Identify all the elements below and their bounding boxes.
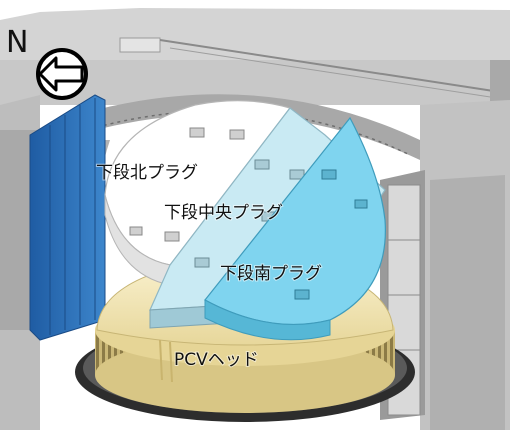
north-plug	[104, 100, 292, 286]
building-top-slab	[0, 8, 510, 105]
middle-plug-label: 下段中央プラグ	[164, 203, 283, 223]
blue-shield-block	[29, 94, 106, 341]
north-letter: N	[6, 25, 28, 60]
pcv-head-label: PCVヘッド	[174, 350, 259, 370]
north-plug-label: 下段北プラグ	[96, 163, 198, 183]
right-concrete-wall	[380, 100, 510, 430]
south-plug-label: 下段南プラグ	[220, 264, 322, 284]
south-plug	[204, 116, 386, 341]
north-arrow-icon	[36, 48, 88, 100]
north-compass: N	[6, 25, 88, 100]
